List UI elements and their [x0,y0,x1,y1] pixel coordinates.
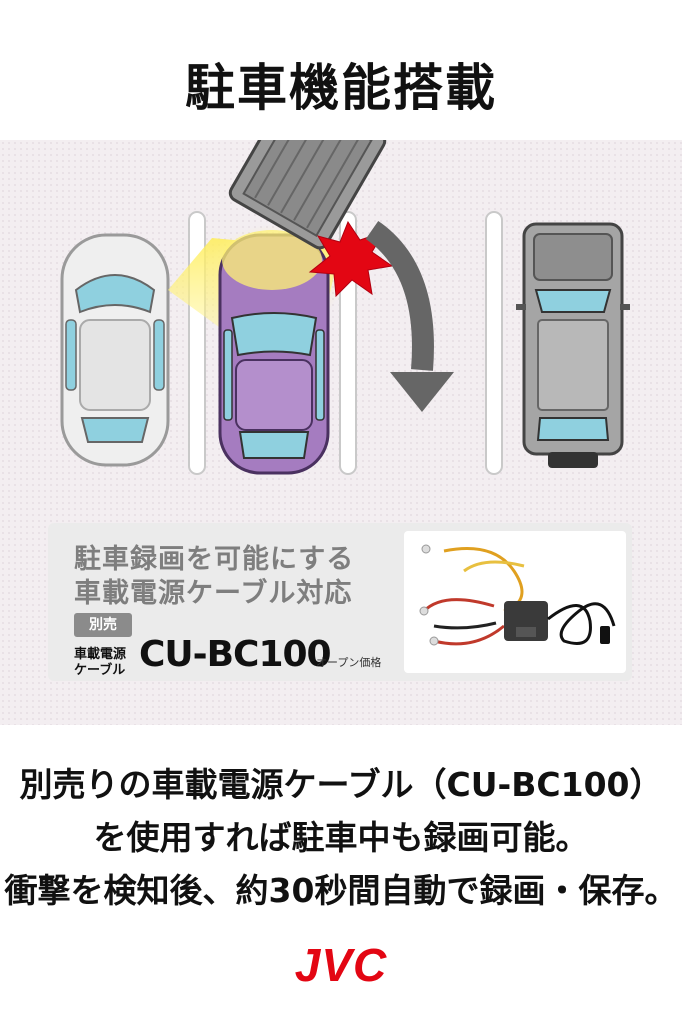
grey-suv [516,222,630,468]
cable-product-image [404,531,626,673]
reverse-arrow-icon [365,220,454,412]
power-cable-graphic [419,544,616,646]
product-label-line1: 車載電源 [74,647,127,662]
white-car [60,233,170,467]
parking-scene-graphic [60,140,630,475]
sold-separately-badge: 別売 [74,613,132,637]
reversing-truck [228,140,387,250]
page-title: 駐車機能搭載 [185,59,497,117]
jvc-logo: JVC [294,939,388,991]
product-price: オープン価格 [316,656,382,669]
accessory-panel: 駐車録画を可能にする 車載電源ケーブル対応 別売 車載電源 ケーブル CU-BC… [48,523,632,681]
highlighted-car [218,233,330,475]
description-line1: 別売りの車載電源ケーブル（CU-BC100） [19,765,663,804]
product-model: CU-BC100 [139,634,332,675]
parking-illustration: 駐車録画を可能にする 車載電源ケーブル対応 別売 車載電源 ケーブル CU-BC… [0,140,682,725]
panel-heading-line1: 駐車録画を可能にする [74,544,355,575]
description-line2: を使用すれば駐車中も録画可能。 [93,818,589,857]
description-line3: 衝撃を検知後、約30秒間自動で録画・保存。 [4,871,678,910]
product-label-line2: ケーブル [74,663,126,678]
panel-heading-line2: 車載電源ケーブル対応 [74,578,353,609]
